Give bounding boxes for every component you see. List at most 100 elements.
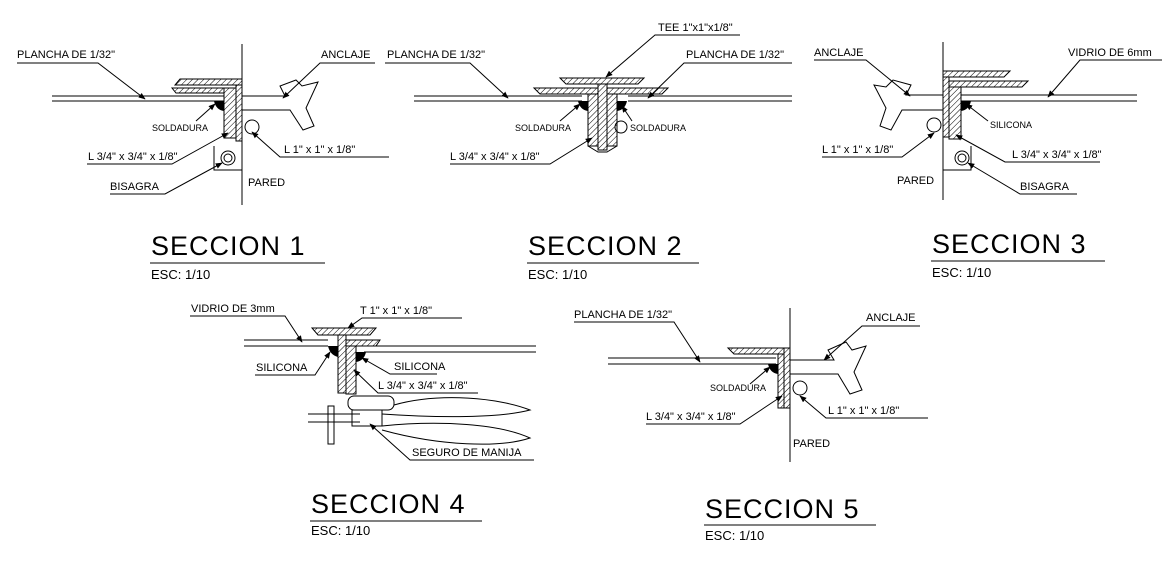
section-scale: ESC: 1/10 — [932, 265, 991, 280]
label-wall: PARED — [897, 175, 934, 187]
leader-tee — [605, 34, 740, 78]
weld-mark — [214, 101, 224, 111]
top-flange — [173, 78, 243, 86]
silicone-mark — [961, 101, 971, 111]
leader-hinge — [967, 162, 1077, 195]
leader-angle-large — [251, 131, 389, 158]
label-wall: PARED — [248, 177, 285, 189]
hinge-inner — [223, 153, 233, 163]
label-angle-small: L 3/4" x 3/4" x 1/8" — [1012, 149, 1102, 161]
pin-circle — [926, 117, 942, 133]
lock-body — [347, 395, 395, 411]
silicone-right-mark — [356, 352, 366, 362]
leader-silicone — [965, 103, 989, 122]
leader-angle — [450, 137, 593, 165]
section-title: SECCION 3 — [932, 229, 1087, 259]
label-tee: T 1" x 1" x 1/8" — [360, 305, 432, 317]
section-1: PLANCHA DE 1/32" ANCLAJE SOLDADURA L 3/4… — [17, 44, 389, 282]
label-anchor: ANCLAJE — [814, 47, 864, 59]
label-angle-large: L 1" x 1" x 1/8" — [822, 144, 893, 156]
label-sheet: PLANCHA DE 1/32" — [17, 49, 115, 61]
label-hinge: BISAGRA — [110, 181, 160, 193]
weld-mark — [768, 364, 778, 374]
leader-angle — [353, 369, 478, 394]
handle-bottom — [381, 422, 532, 445]
hinge-box — [213, 146, 242, 171]
label-angle-small: L 3/4" x 3/4" x 1/8" — [88, 151, 178, 163]
section-title: SECCION 5 — [705, 494, 860, 524]
tee-stem — [337, 334, 347, 394]
tee-stem — [597, 83, 608, 151]
leader-sheet-left — [385, 62, 509, 99]
leader-silicone-left — [255, 351, 331, 376]
handle-top — [381, 397, 532, 418]
leader-tee — [347, 317, 462, 329]
section-title: SECCION 4 — [311, 489, 466, 519]
pin-circle — [244, 119, 260, 135]
angle-flange — [345, 339, 381, 347]
label-sheet-left: PLANCHA DE 1/32" — [387, 49, 485, 61]
label-angle-small: L 3/4" x 3/4" x 1/8" — [646, 411, 736, 423]
label-weld-left: SOLDADURA — [515, 123, 571, 133]
label-anchor: ANCLAJE — [321, 49, 371, 61]
section-scale: ESC: 1/10 — [528, 267, 587, 282]
top-flange — [942, 70, 1012, 78]
angle-left-leg — [587, 93, 599, 147]
label-tee: TEE 1"x1"x1/8" — [658, 22, 733, 34]
leader-anchor — [282, 62, 375, 99]
label-angle-small: L 3/4" x 3/4" x 1/8" — [378, 380, 468, 392]
anchor-shape — [790, 341, 867, 395]
leader-anchor — [814, 59, 911, 97]
anchor-shape — [873, 79, 943, 131]
leader-hinge — [110, 162, 223, 195]
hinge-outer — [220, 150, 236, 166]
section-scale: ESC: 1/10 — [311, 523, 370, 538]
leader-sheet — [17, 62, 146, 100]
label-silicone-left: SILICONA — [256, 362, 308, 374]
angle-large-leg — [942, 76, 950, 138]
pin-circle — [614, 120, 628, 134]
leader-silicone-right — [361, 357, 437, 375]
label-weld: SOLDADURA — [710, 383, 766, 393]
label-sheet: PLANCHA DE 1/32" — [574, 309, 672, 321]
tee-flange — [558, 77, 646, 85]
label-weld: SOLDADURA — [152, 123, 208, 133]
leader-glass — [1047, 59, 1162, 98]
section-scale: ESC: 1/10 — [151, 267, 210, 282]
section-5: PLANCHA DE 1/32" ANCLAJE SOLDADURA L 3/4… — [574, 308, 928, 543]
label-hinge: BISAGRA — [1020, 181, 1070, 193]
hinge-outer — [954, 150, 970, 166]
angle-large-leg — [783, 347, 791, 409]
anchor-shape — [242, 79, 319, 131]
leader-sheet — [574, 321, 701, 363]
hinge-box — [943, 146, 972, 171]
angle-leg — [223, 87, 237, 139]
leader-angle-large — [822, 132, 935, 158]
label-sheet-right: PLANCHA DE 1/32" — [686, 49, 784, 61]
angle-flange — [948, 80, 1030, 88]
leader-angle-small — [87, 132, 229, 165]
leader-anchor — [823, 325, 920, 361]
angle-leg — [948, 86, 962, 140]
leader-glass — [190, 315, 303, 343]
leader-sheet-right — [647, 62, 792, 99]
section-title: SECCION 2 — [528, 231, 683, 261]
label-glass: VIDRIO DE 6mm — [1068, 47, 1152, 59]
angle-right-leg — [606, 93, 618, 147]
section-title: SECCION 1 — [151, 231, 306, 261]
leader-weld-left — [559, 103, 581, 122]
angle-flange — [726, 347, 785, 355]
label-silicone: SILICONA — [990, 120, 1032, 130]
leader-weld — [749, 366, 771, 385]
label-angle-large: L 1" x 1" x 1/8" — [284, 144, 355, 156]
angle-leg — [777, 353, 785, 409]
weld-left-mark — [578, 101, 588, 111]
label-lock: SEGURO DE MANIJA — [412, 447, 522, 459]
label-glass: VIDRIO DE 3mm — [191, 303, 275, 315]
lock-plate — [327, 405, 335, 445]
pin-circle — [792, 380, 808, 396]
leader-weld — [195, 103, 216, 122]
leader-angle-small — [955, 134, 1100, 163]
